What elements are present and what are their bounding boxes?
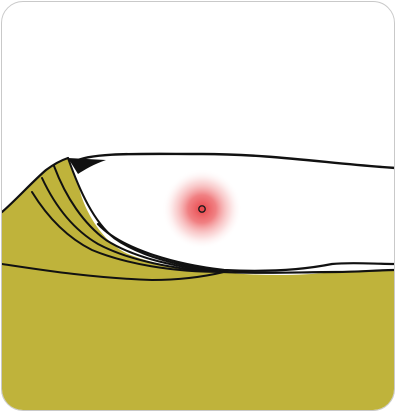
pain-point-icon xyxy=(162,169,242,249)
